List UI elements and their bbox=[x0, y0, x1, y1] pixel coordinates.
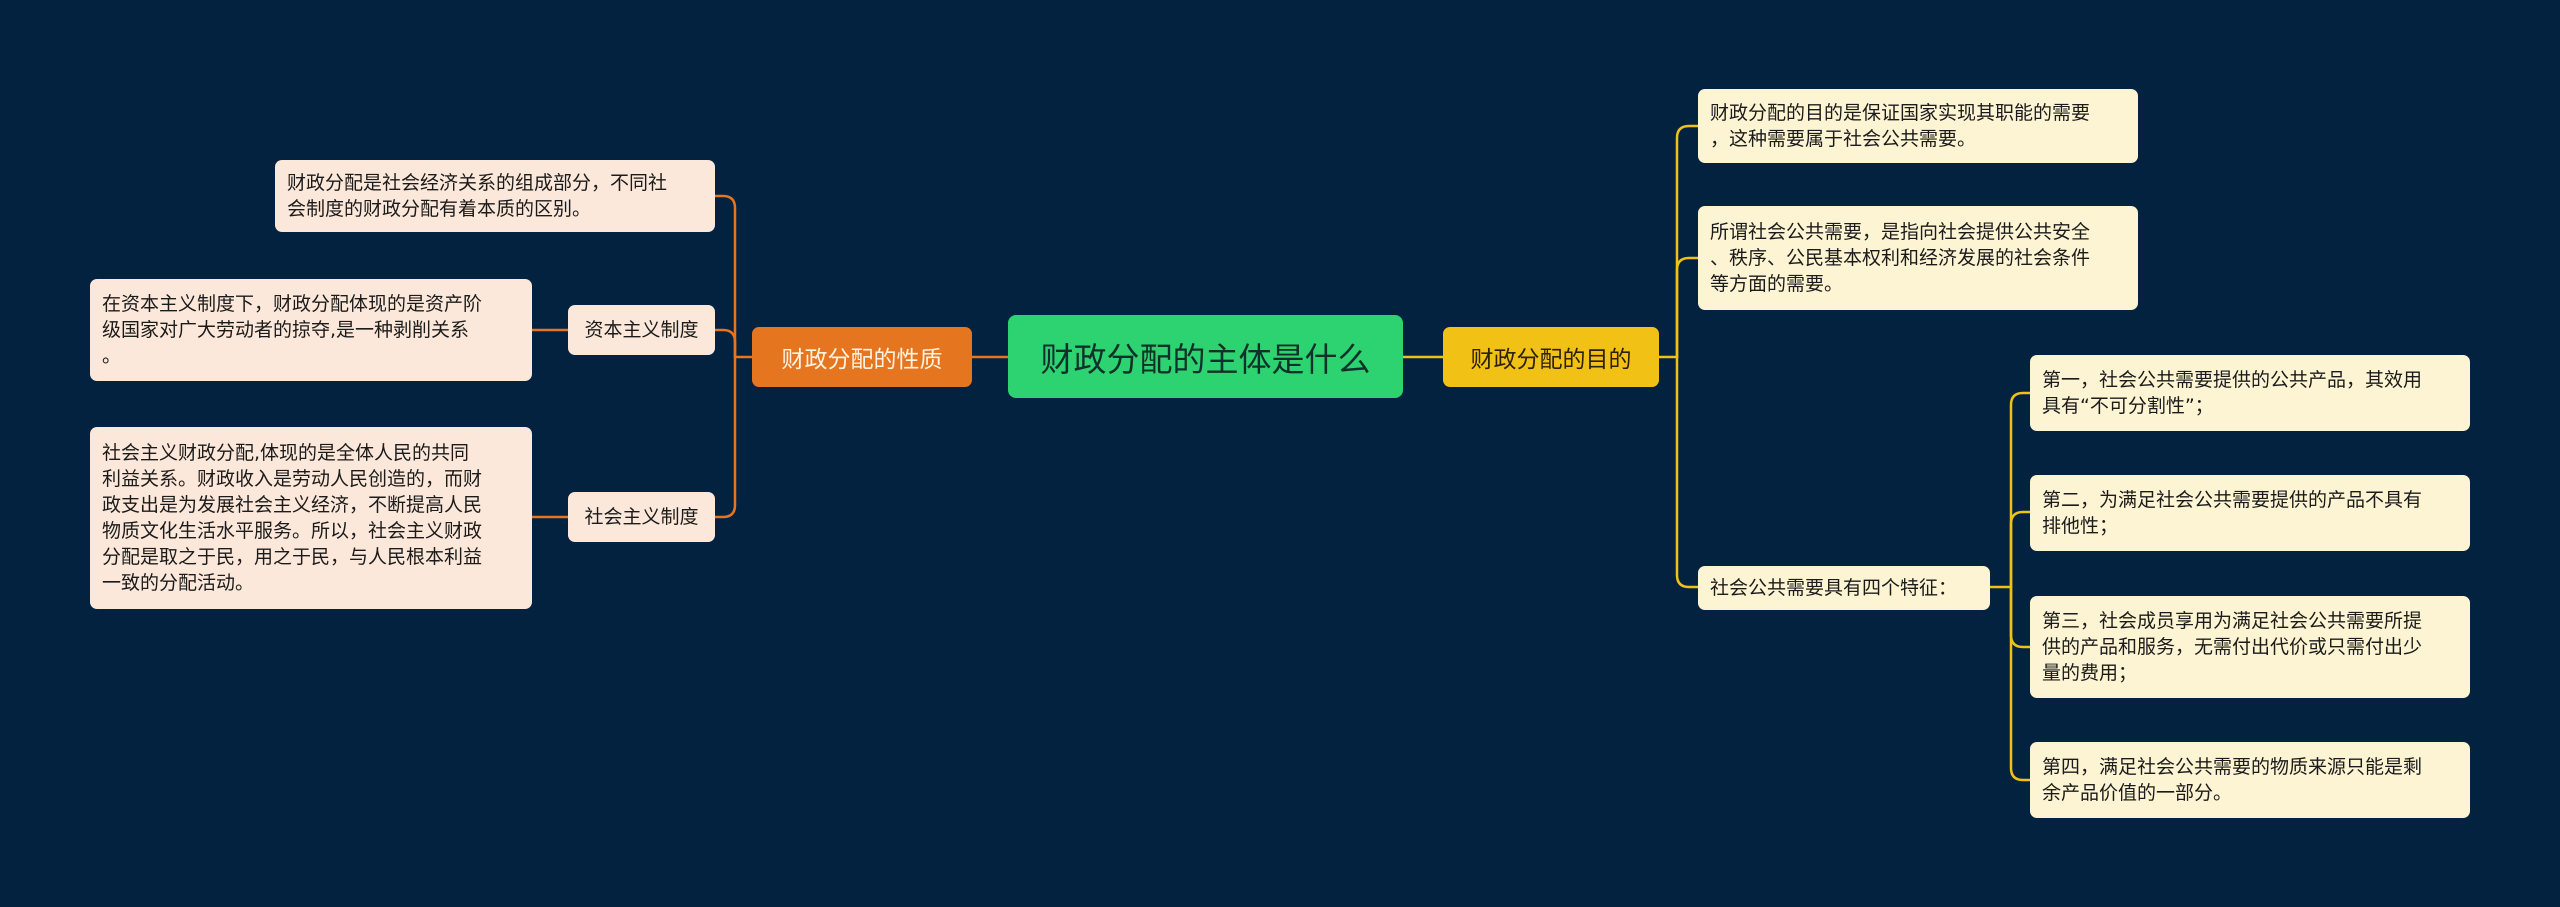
capitalist-system-node[interactable]: 资本主义制度 bbox=[568, 305, 715, 355]
link-feature-1 bbox=[2009, 391, 2032, 589]
socialist-system-node[interactable]: 社会主义制度 bbox=[568, 492, 715, 542]
link-right-features bbox=[1675, 355, 1700, 589]
socialist-detail-note[interactable]: 社会主义财政分配,体现的是全体人民的共同 利益关系。财政收入是劳动人民创造的，而… bbox=[90, 427, 532, 609]
link-left-capitalist bbox=[713, 328, 737, 359]
link-right-purpose bbox=[1675, 124, 1700, 359]
feature-item-4[interactable]: 第四，满足社会公共需要的物质来源只能是剩 余产品价值的一部分。 bbox=[2030, 742, 2470, 818]
feature-item-2[interactable]: 第二，为满足社会公共需要提供的产品不具有 排他性； bbox=[2030, 475, 2470, 551]
link-left-intro bbox=[713, 194, 737, 359]
purpose-note[interactable]: 财政分配的目的是保证国家实现其职能的需要 ，这种需要属于社会公共需要。 bbox=[1698, 89, 2138, 163]
feature-item-1[interactable]: 第一，社会公共需要提供的公共产品，其效用 具有“不可分割性”； bbox=[2030, 355, 2470, 431]
public-need-definition-note[interactable]: 所谓社会公共需要，是指向社会提供公共安全 、秩序、公民基本权利和经济发展的社会条… bbox=[1698, 206, 2138, 310]
link-right-definition bbox=[1675, 256, 1700, 359]
branch-nature[interactable]: 财政分配的性质 bbox=[752, 327, 972, 387]
public-need-features-node[interactable]: 社会公共需要具有四个特征： bbox=[1698, 566, 1990, 610]
branch-purpose[interactable]: 财政分配的目的 bbox=[1443, 327, 1659, 387]
link-feature-3 bbox=[2009, 585, 2032, 649]
link-left-socialist bbox=[713, 355, 737, 519]
link-feature-2 bbox=[2009, 510, 2032, 589]
feature-item-3[interactable]: 第三，社会成员享用为满足社会公共需要所提 供的产品和服务，无需付出代价或只需付出… bbox=[2030, 596, 2470, 698]
nature-intro-note[interactable]: 财政分配是社会经济关系的组成部分，不同社 会制度的财政分配有着本质的区别。 bbox=[275, 160, 715, 232]
capitalist-detail-note[interactable]: 在资本主义制度下，财政分配体现的是资产阶 级国家对广大劳动者的掠夺,是一种剥削关… bbox=[90, 279, 532, 381]
root-topic[interactable]: 财政分配的主体是什么 bbox=[1008, 315, 1403, 398]
link-feature-4 bbox=[2009, 585, 2032, 782]
